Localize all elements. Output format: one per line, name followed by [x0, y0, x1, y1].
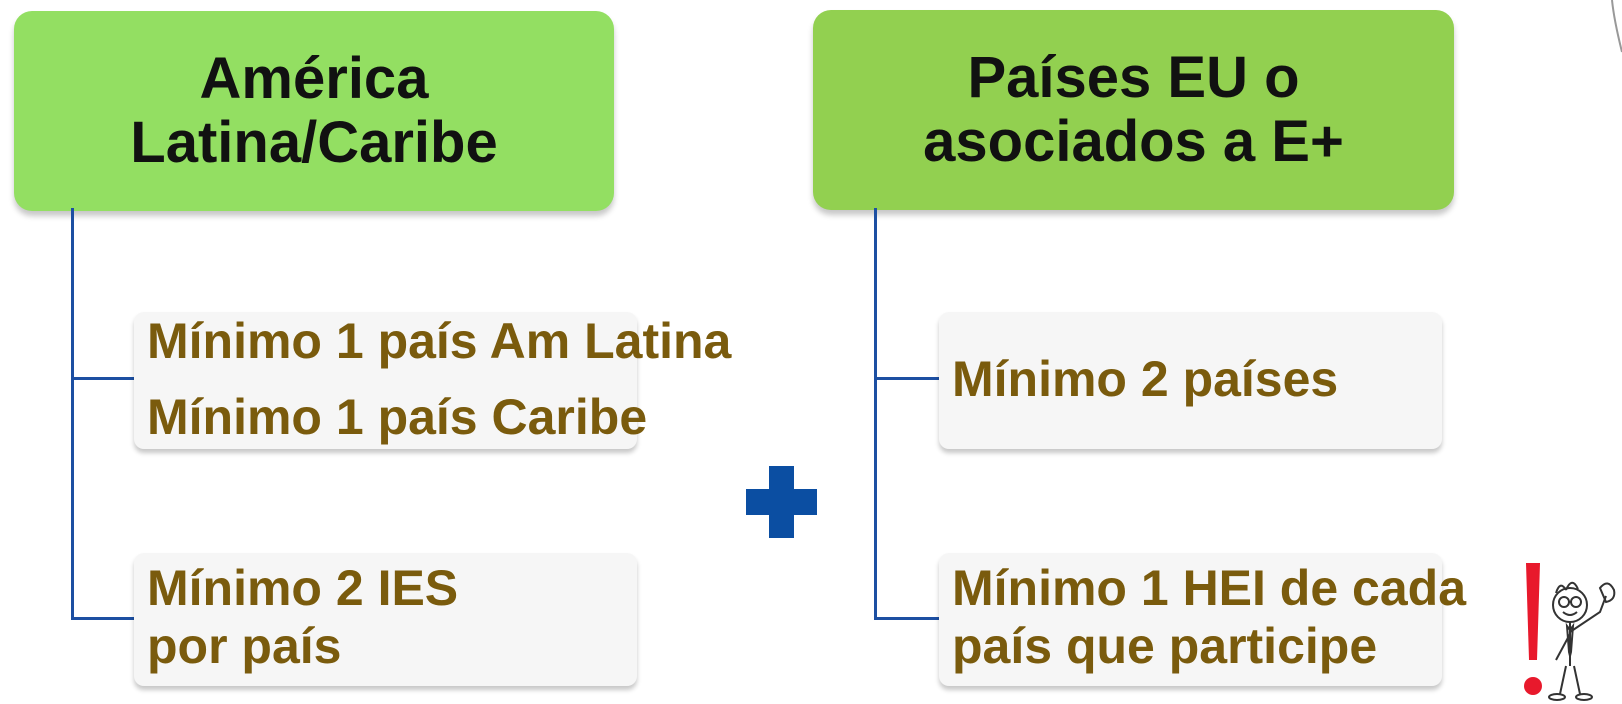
left-connector-branch-1: [71, 377, 135, 380]
right-item-2-line-2: país que participe: [952, 618, 1378, 674]
header-line-1: América: [199, 46, 429, 111]
header-line-1: Países EU o: [967, 45, 1300, 110]
left-item-box-2: [134, 553, 637, 686]
right-connector-branch-1: [874, 377, 940, 380]
left-item-1-line-2: Mínimo 1 país Caribe: [147, 389, 648, 445]
left-item-box-1: [134, 312, 637, 449]
header-america-latina: América Latina/Caribe: [14, 11, 614, 211]
header-line-2: asociados a E+: [923, 109, 1344, 174]
right-connector-branch-2: [874, 617, 940, 620]
header-america-latina-text: América Latina/Caribe: [130, 47, 497, 175]
right-item-box-1: [939, 312, 1442, 449]
right-item-text-1: Mínimo 2 países: [952, 350, 1338, 408]
left-item-text-2: Mínimo 2 IES por país: [147, 559, 458, 675]
left-item-text-1: Mínimo 1 país Am Latina Mínimo 1 país Ca…: [147, 312, 731, 446]
right-item-text-2: Mínimo 1 HEI de cada país que participe: [952, 559, 1466, 675]
left-item-2-line-2: por país: [147, 618, 342, 674]
header-paises-eu: Países EU o asociados a E+: [813, 10, 1454, 210]
right-connector-vertical: [874, 208, 877, 620]
left-item-1-line-1: Mínimo 1 país Am Latina: [147, 313, 732, 369]
header-line-2: Latina/Caribe: [130, 110, 498, 175]
left-item-2-line-1: Mínimo 2 IES: [147, 560, 459, 616]
right-item-1-line-1: Mínimo 2 países: [952, 351, 1339, 407]
right-item-box-2: [939, 553, 1442, 686]
header-paises-eu-text: Países EU o asociados a E+: [923, 46, 1344, 174]
left-connector-branch-2: [71, 617, 135, 620]
left-connector-vertical: [71, 208, 74, 620]
right-item-2-line-1: Mínimo 1 HEI de cada: [952, 560, 1467, 616]
